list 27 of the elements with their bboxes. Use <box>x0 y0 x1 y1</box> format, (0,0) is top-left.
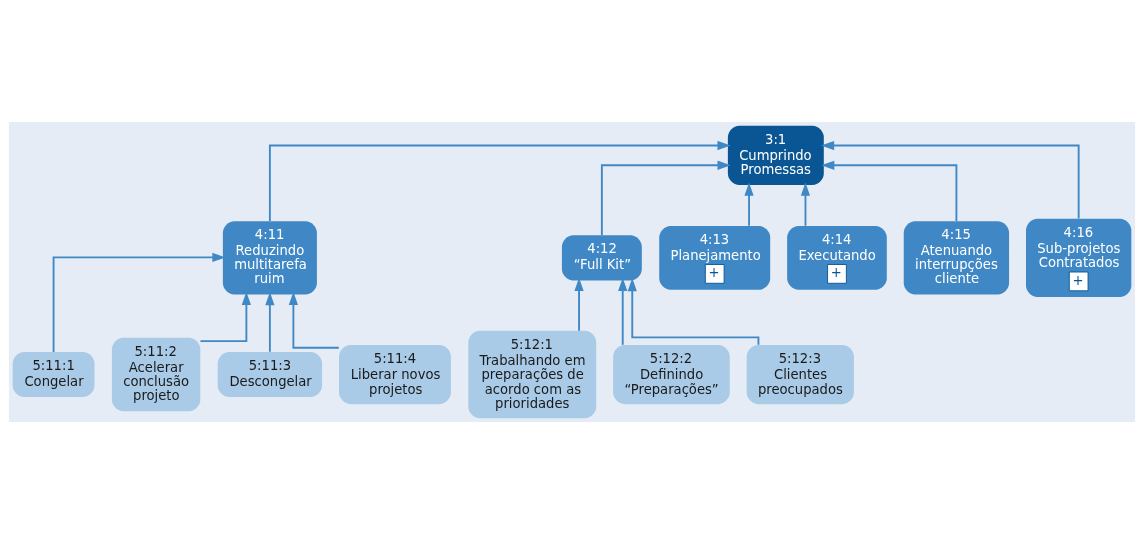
node-box: 3:1 Cumprindo Promessas <box>727 125 824 185</box>
arrow <box>800 182 811 227</box>
arrow <box>288 291 340 349</box>
node-box: 5:11:1 Congelar <box>12 351 95 398</box>
node-box: 4:13 Planejamento + <box>659 225 771 290</box>
arrow <box>618 277 628 346</box>
node-box: 5:12:3 Clientes preocupados <box>746 344 854 405</box>
node-box: 5:11:4 Liberar novos projetos <box>339 344 451 405</box>
node-box: 5:11:3 Descongelar <box>217 351 323 398</box>
arrow <box>627 278 760 346</box>
arrow <box>265 291 275 353</box>
node-box: 4:14 Executando + <box>787 225 887 290</box>
arrow <box>199 291 251 343</box>
node-box: 4:12 “Full Kit” <box>561 235 642 281</box>
arrow <box>574 277 584 332</box>
node-box: 4:11 Reduzindo multitarefa ruim <box>222 221 317 295</box>
arrow <box>744 182 754 227</box>
node-box: 4:16 Sub-projetos Contratados + <box>1026 218 1132 297</box>
node-box: 5:11:2 Acelerar conclusão projeto <box>111 337 201 412</box>
arrow <box>52 252 226 353</box>
node-box: 5:12:2 Definindo “Preparações” <box>613 344 730 405</box>
arrow <box>268 140 731 223</box>
node-box: 4:15 Atenuando interrupções cliente <box>903 221 1010 295</box>
node-box: 5:12:1 Trabalhando em preparações de acordo com as prioridades <box>468 330 597 419</box>
arrow <box>600 160 731 237</box>
arrow <box>821 160 958 222</box>
arrow <box>820 140 1080 220</box>
